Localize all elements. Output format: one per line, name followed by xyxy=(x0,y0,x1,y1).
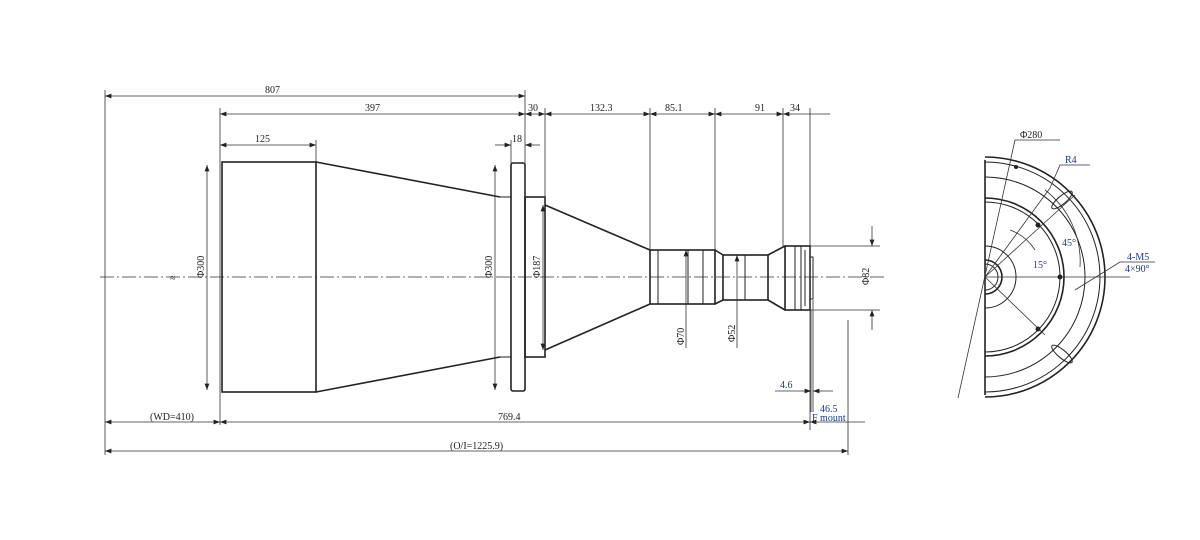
dia-barrel1: Φ70 xyxy=(676,328,687,345)
dim-flange: 18 xyxy=(512,134,522,145)
front-radius: R4 xyxy=(1065,155,1077,166)
dim-s4: 91 xyxy=(755,103,765,114)
dia-mount: Φ82 xyxy=(861,268,872,285)
dim-wd: (WD=410) xyxy=(150,412,194,423)
front-cone xyxy=(315,161,501,393)
thread-spec: 4-M5 xyxy=(1127,252,1149,263)
mount xyxy=(784,245,811,311)
dim-front-to-flange: 397 xyxy=(365,103,380,114)
dim-s3: 85.1 xyxy=(665,103,683,114)
dim-s1: 30 xyxy=(528,103,538,114)
dia-body: Φ187 xyxy=(532,256,543,278)
angle-small: 15° xyxy=(1033,260,1047,271)
dim-s2: 132.3 xyxy=(590,103,613,114)
dim-length: 769.4 xyxy=(498,412,521,423)
front-view xyxy=(957,139,1155,399)
dim-overall: 807 xyxy=(265,85,280,96)
barrel-70 xyxy=(649,249,716,305)
angle-large: 45° xyxy=(1062,238,1076,249)
front-diameter: Φ280 xyxy=(1020,130,1042,141)
front-cylinder xyxy=(221,161,317,393)
dia-front: Φ300 xyxy=(196,256,207,278)
dim-mount-type: F mount xyxy=(812,413,846,424)
dim-s5: 34 xyxy=(790,103,800,114)
dim-flange-gap: 4.6 xyxy=(780,380,793,391)
dimension-lines xyxy=(104,90,880,455)
dim-front-cyl: 125 xyxy=(255,134,270,145)
break-symbol: ≈ xyxy=(170,273,176,284)
dia-barrel2: Φ52 xyxy=(727,325,738,342)
dim-mount-dist: 46.5 xyxy=(820,404,838,415)
thread-spacing: 4×90° xyxy=(1125,264,1150,275)
dim-oi: (O/I=1225.9) xyxy=(450,441,503,452)
lens-body xyxy=(221,161,814,393)
dia-flange: Φ300 xyxy=(484,256,495,278)
